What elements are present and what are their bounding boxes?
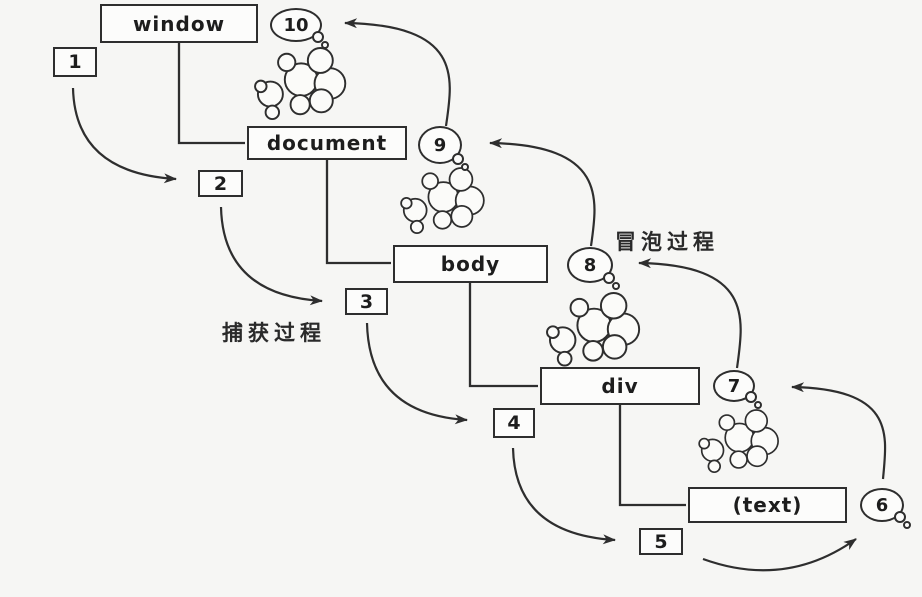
connector-div-text: [618, 405, 686, 507]
bubble-step-6-number: 6: [875, 494, 889, 516]
bubble-step-8-number: 8: [583, 254, 597, 276]
bubble-step-10-number: 10: [283, 14, 309, 36]
bubble-tail-icon: [461, 163, 469, 171]
node-box-document: document: [247, 126, 407, 160]
bubble-step-9: 9: [418, 126, 469, 171]
bubble-step-10: 10: [270, 8, 329, 49]
bubble-cluster-icon: [400, 167, 485, 234]
node-box-text: (text): [688, 487, 847, 523]
bubble-cluster-icon: [546, 292, 641, 367]
connector-body-div: [468, 283, 538, 388]
connector-document-body: [325, 160, 391, 265]
capture-step-4: 4: [493, 408, 535, 438]
bubble-tail-icon: [612, 282, 620, 290]
capture-step-1: 1: [53, 47, 97, 77]
bubble-step-7-number: 7: [727, 375, 741, 397]
bubble-tail-icon: [894, 511, 906, 523]
capture-step-3: 3: [345, 288, 388, 315]
bubble-arrow-6-7: [791, 382, 887, 480]
capture-arrow-2-3: [219, 206, 323, 306]
bubble-cluster-icon: [698, 409, 779, 474]
bubble-arrow-9-10: [344, 18, 451, 127]
node-box-body: body: [393, 245, 548, 283]
bubble-tail-icon: [452, 153, 464, 165]
bubble-cluster-icon: [254, 47, 347, 121]
capture-step-2: 2: [198, 170, 243, 197]
bubble-tail-icon: [321, 41, 329, 49]
bubble-step-8: 8: [567, 247, 620, 290]
capture-arrow-3-4: [365, 322, 468, 425]
bubble-tail-icon: [903, 521, 911, 529]
bubble-step-7: 7: [713, 370, 762, 409]
node-box-window: window: [100, 4, 258, 43]
bubble-phase-label: 冒泡过程: [615, 230, 719, 254]
bubble-tail-icon: [312, 31, 324, 43]
capture-arrow-1-2: [71, 87, 177, 184]
bubble-tail-icon: [745, 391, 757, 403]
connector-window-document: [177, 43, 245, 145]
node-box-div: div: [540, 367, 700, 405]
bubble-arrow-5-6: [702, 538, 857, 572]
bubble-step-6: 6: [860, 488, 911, 529]
bubble-arrow-8-9: [489, 138, 596, 247]
bubble-step-9-number: 9: [433, 134, 447, 156]
capture-phase-label: 捕获过程: [222, 321, 326, 345]
capture-step-5: 5: [639, 528, 683, 555]
bubble-tail-icon: [603, 272, 615, 284]
bubble-tail-icon: [754, 401, 762, 409]
bubble-arrow-7-8: [638, 258, 742, 369]
capture-arrow-4-5: [511, 447, 616, 545]
